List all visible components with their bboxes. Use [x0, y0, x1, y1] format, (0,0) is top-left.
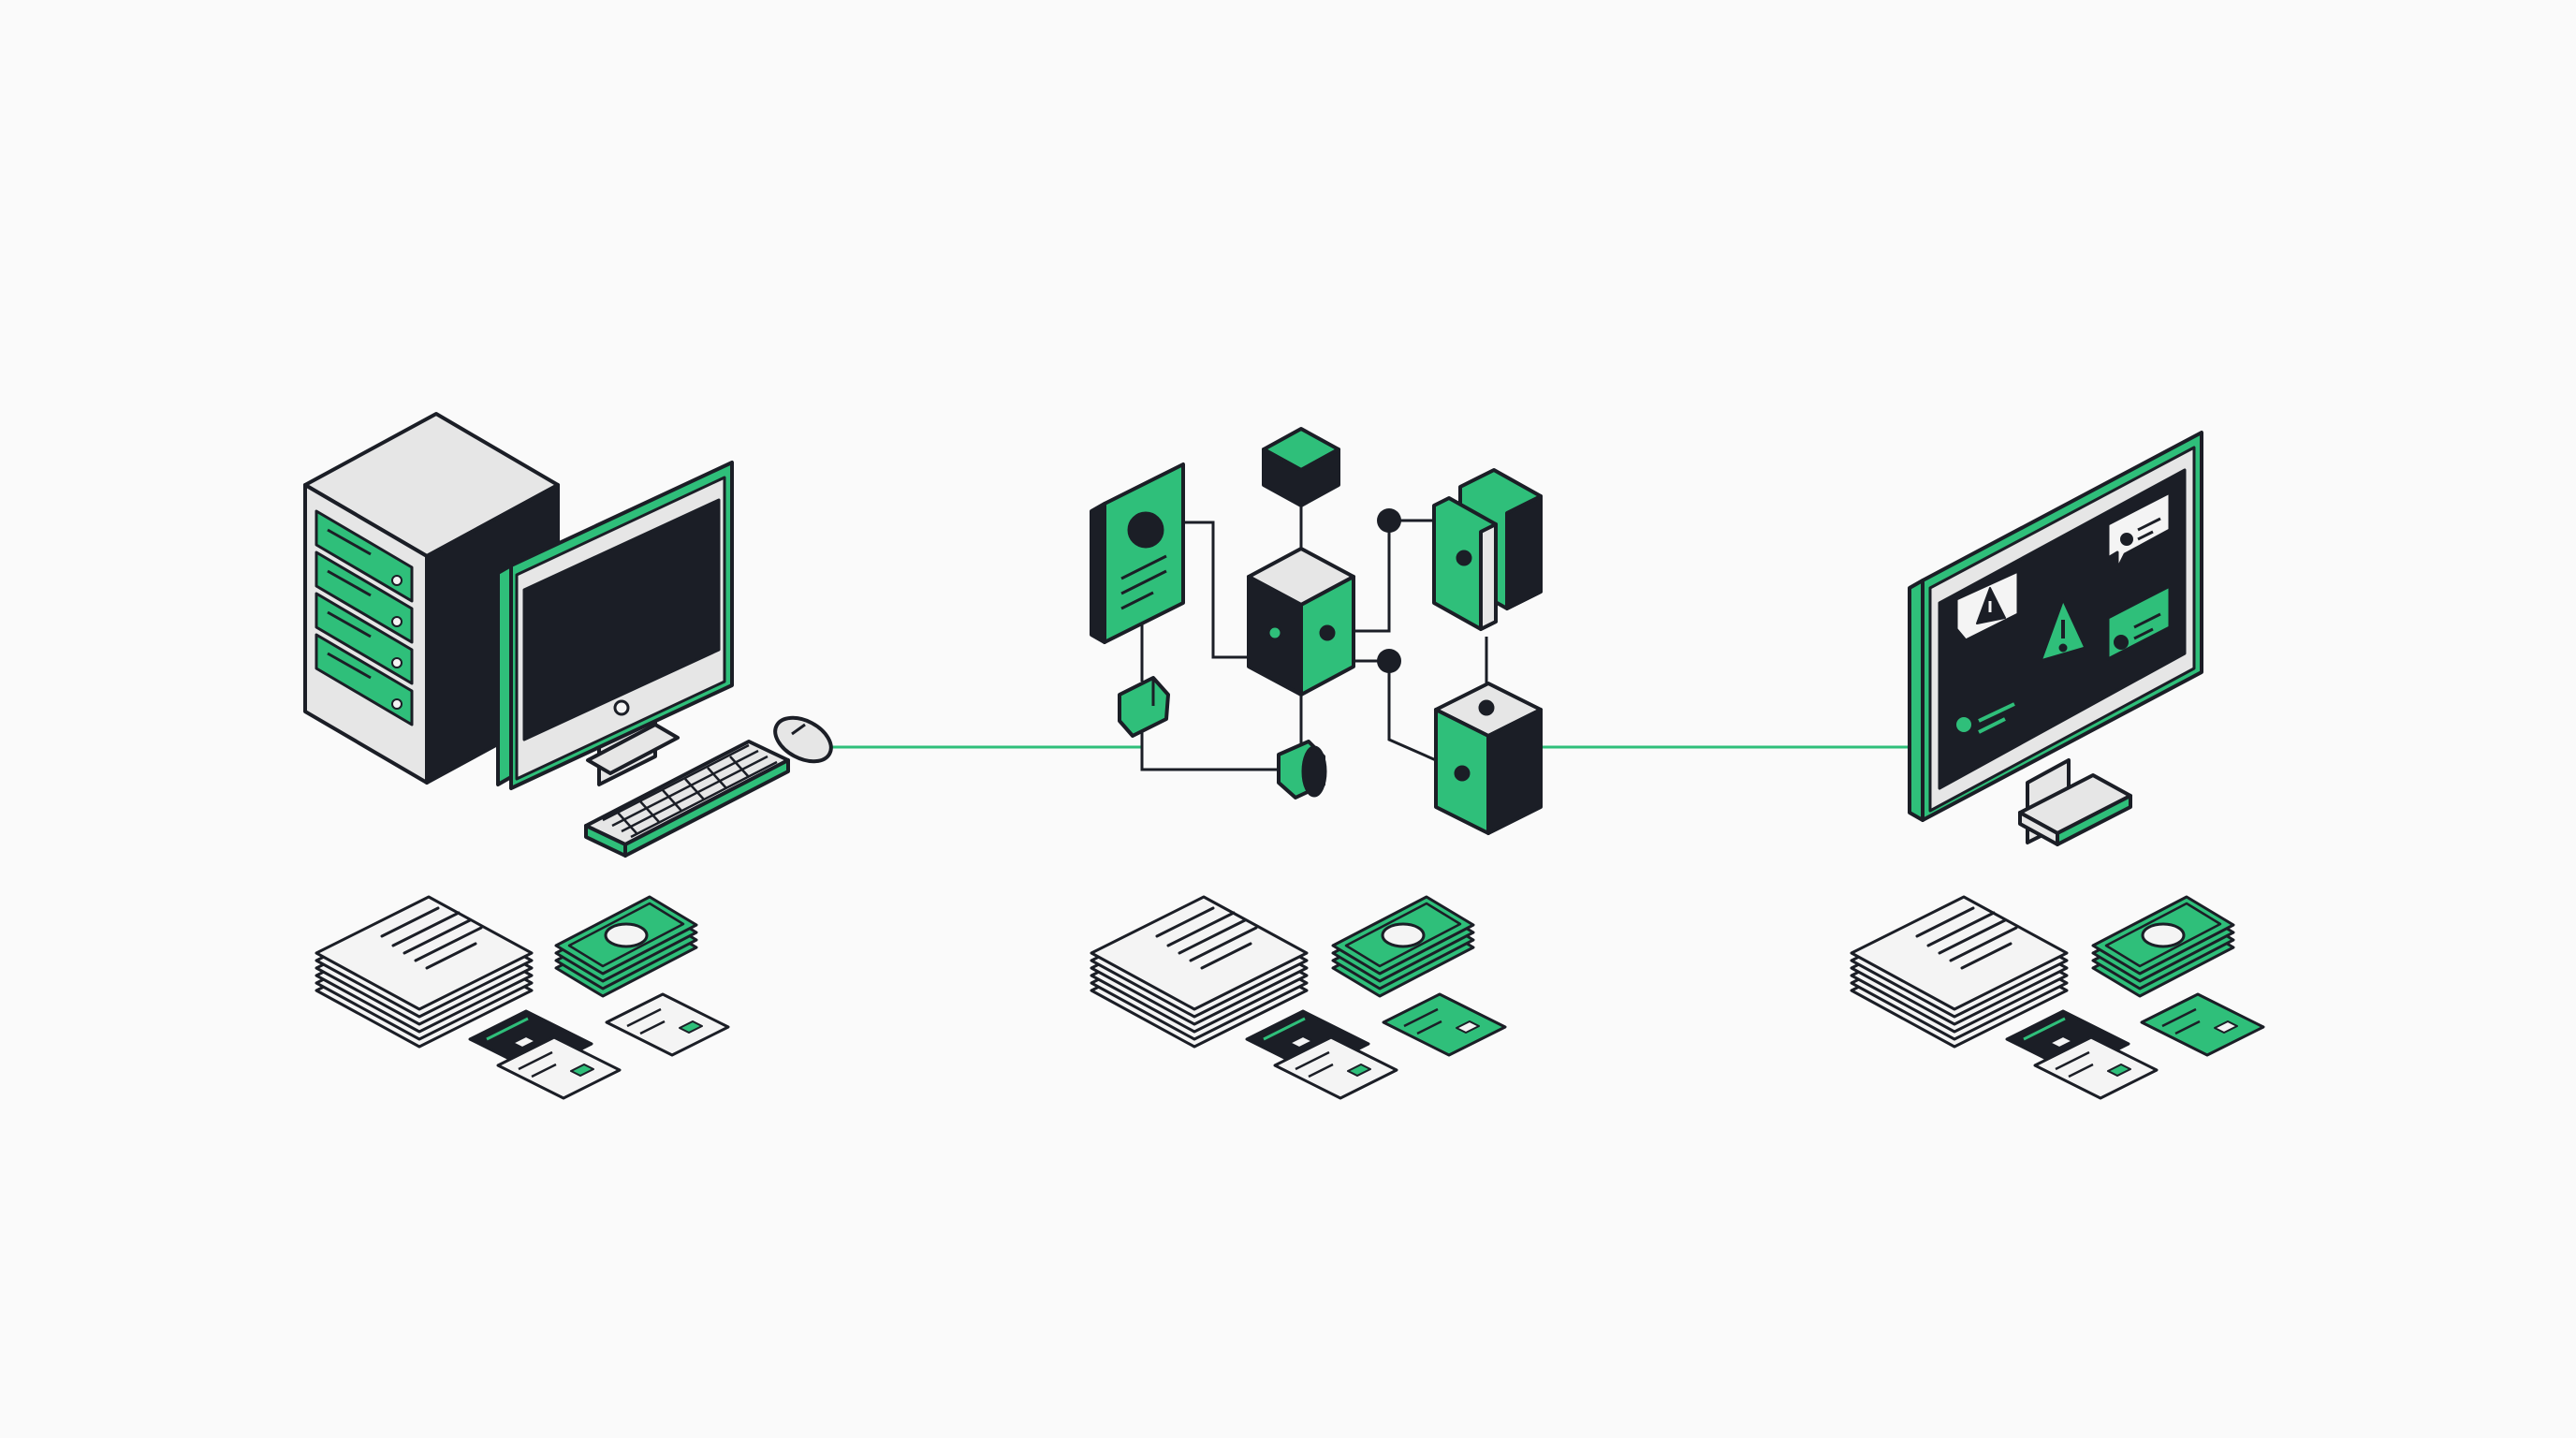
credit-card-icon — [2140, 992, 2265, 1057]
desktop-monitor-icon — [496, 461, 734, 790]
mouse-icon — [773, 715, 833, 764]
asset-group-3 — [1850, 895, 2265, 1100]
banknote-stack-icon — [1331, 895, 1475, 998]
keyboard-icon — [584, 740, 790, 858]
cylinder-node-icon — [1277, 740, 1327, 800]
stage-workstation — [303, 412, 833, 1100]
server-tower-icon — [303, 412, 560, 785]
banknote-stack-icon — [2091, 895, 2235, 998]
connector-dot-icon — [1377, 508, 1401, 673]
dashboard-screen-content — [1954, 491, 2172, 734]
asset-group-2 — [1090, 895, 1507, 1100]
profile-card-icon — [2106, 584, 2172, 661]
banknote-stack-icon — [554, 895, 698, 998]
warning-icon — [1954, 569, 2020, 642]
credit-card-icon — [605, 992, 730, 1057]
asset-group-1 — [315, 895, 730, 1100]
credit-card-icon — [1382, 992, 1507, 1057]
warning-icon — [2039, 597, 2087, 663]
cylinder-node-icon — [1118, 676, 1170, 738]
cube-node-icon — [1247, 547, 1355, 697]
cube-node-icon — [1434, 682, 1543, 835]
stage-network — [1090, 427, 1543, 1100]
chat-bubble-icon — [2106, 491, 2172, 571]
status-item-icon — [1956, 702, 2015, 734]
profile-card-icon — [1432, 468, 1543, 631]
cube-node-icon — [1262, 427, 1340, 507]
profile-card-icon — [1090, 462, 1185, 644]
stage-dashboard — [1850, 431, 2265, 1100]
